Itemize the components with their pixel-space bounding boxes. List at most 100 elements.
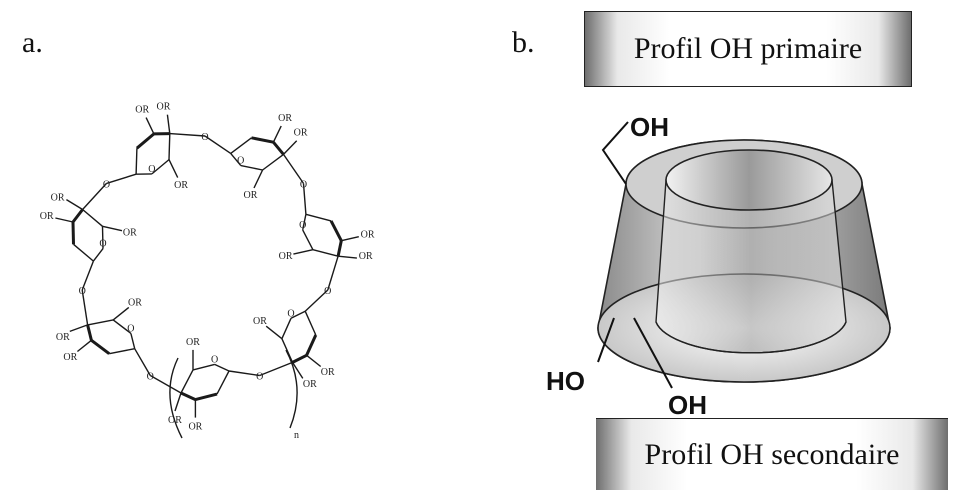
ring-oxygen: O (237, 156, 244, 167)
or-label: OR (321, 367, 335, 378)
or-label: OR (40, 211, 54, 222)
glucose-ring-bond (305, 334, 318, 356)
primary-arm-bond (293, 249, 314, 255)
ring-oxygen: O (127, 323, 134, 334)
glycosidic-bond (228, 370, 260, 377)
glucose-ring-bond (281, 318, 292, 339)
glucose-ring-bond (73, 243, 94, 262)
secondary-ho-text: HO (546, 366, 585, 396)
glycosidic-oxygen: O (103, 179, 110, 190)
glucose-ring-bond (71, 208, 84, 223)
or-label: OR (294, 128, 308, 139)
glycosidic-bond (302, 183, 307, 215)
or-label: OR (303, 379, 317, 390)
primary-oh-bond (601, 121, 629, 185)
glucose-ring-bond (130, 333, 136, 349)
repeat-paren-right (285, 349, 298, 429)
or-label: OR (279, 251, 293, 262)
glycosidic-oxygen: O (300, 179, 307, 190)
glucose-ring-bonds (55, 114, 359, 418)
glycosidic-bond (327, 255, 339, 291)
glycosidic-oxygen: O (324, 286, 331, 297)
or-label: OR (253, 316, 267, 327)
primary-arm-bond (102, 225, 123, 232)
glucose-ring-bond (101, 226, 104, 249)
secondary-profile-box: Profil OH secondaire (596, 418, 948, 490)
glucose-ring-bond (291, 353, 308, 364)
ring-oxygen: O (287, 308, 294, 319)
glucose-ring-bond (302, 214, 307, 231)
glucose-ring-bond (135, 132, 155, 150)
primary-arm-bond (112, 306, 130, 321)
secondary-oh-bond (166, 114, 171, 134)
glycosidic-oxygen: O (79, 286, 86, 297)
primary-arm-bond (265, 325, 283, 340)
glucose-ring-bond (135, 148, 138, 175)
secondary-oh-bond (282, 140, 298, 155)
repeat-subscript: n (294, 430, 299, 441)
secondary-oh-bond (338, 255, 357, 259)
secondary-oh-bond (174, 392, 182, 412)
glucose-ring-bond (216, 370, 230, 395)
glucose-ring-bond (92, 248, 104, 262)
glucose-ring-bond (302, 229, 314, 251)
or-label: OR (157, 102, 171, 113)
secondary-oh-bond (55, 217, 74, 223)
or-label: OR (128, 297, 142, 308)
panel-b-label: b. (512, 26, 535, 59)
glucose-ring-bond (86, 324, 93, 341)
or-label: OR (188, 422, 202, 433)
ring-oxygen: O (99, 239, 106, 250)
glycosidic-bond (204, 135, 232, 154)
glycosidic-bond (149, 374, 182, 394)
secondary-oh-text: OH (668, 390, 707, 420)
secondary-oh-bond (66, 199, 83, 211)
secondary-oh-bond (272, 125, 282, 143)
glycosidic-bond (81, 289, 89, 326)
ring-oxygen: O (299, 220, 306, 231)
glycosidic-oxygen: O (201, 132, 208, 143)
glycosidic-bond (282, 154, 305, 184)
glucose-ring-bond (109, 348, 135, 355)
structure-labels: O OR OR OR O O OR OR OR O O OR OR OR O O OR OR OR O O OR OR OR O… (40, 102, 375, 433)
cavity-top-opening (665, 149, 833, 211)
glucose-ring-bond (87, 319, 114, 326)
primary-profile-label: Profil OH primaire (633, 32, 863, 65)
cavity-bottom-front (655, 321, 847, 354)
glycosidic-bond (169, 132, 206, 137)
secondary-oh-bond (76, 339, 92, 353)
or-label: OR (51, 193, 65, 204)
glucose-ring-bond (71, 221, 75, 245)
or-label: OR (123, 228, 137, 239)
glucose-ring-bond (214, 363, 230, 372)
glucose-ring-bond (112, 319, 132, 334)
or-label: OR (63, 352, 77, 363)
or-label: OR (135, 105, 149, 116)
primary-arm-bond (253, 169, 264, 189)
glucose-ring-bond (180, 369, 194, 394)
or-label: OR (244, 190, 258, 201)
glycosidic-bond (81, 260, 95, 291)
primary-profile-box: Profil OH primaire (584, 11, 912, 87)
glucose-ring-bond (151, 159, 170, 175)
or-label: OR (361, 230, 375, 241)
secondary-profile-label: Profil OH secondaire (644, 437, 900, 471)
glucose-ring-bond (304, 310, 317, 336)
glucose-ring-bond (195, 392, 218, 402)
glucose-ring-bond (262, 153, 284, 171)
glycosidic-bond (106, 173, 137, 185)
glucose-ring-bond (192, 363, 215, 371)
glucose-ring-bond (230, 137, 252, 154)
glucose-ring-bond (230, 152, 242, 167)
glucose-ring-bond (329, 220, 343, 242)
glycosidic-bond (304, 289, 329, 312)
glucose-ring-bond (336, 240, 343, 257)
glucose-ring-bond (290, 310, 306, 319)
glycosidic-oxygen: O (256, 372, 263, 383)
glucose-ring-bond (240, 164, 263, 171)
primary-arm-bond (168, 159, 179, 178)
glycosidic-oxygen: O (147, 372, 154, 383)
ring-oxygen: O (148, 164, 155, 175)
or-label: OR (359, 251, 373, 262)
